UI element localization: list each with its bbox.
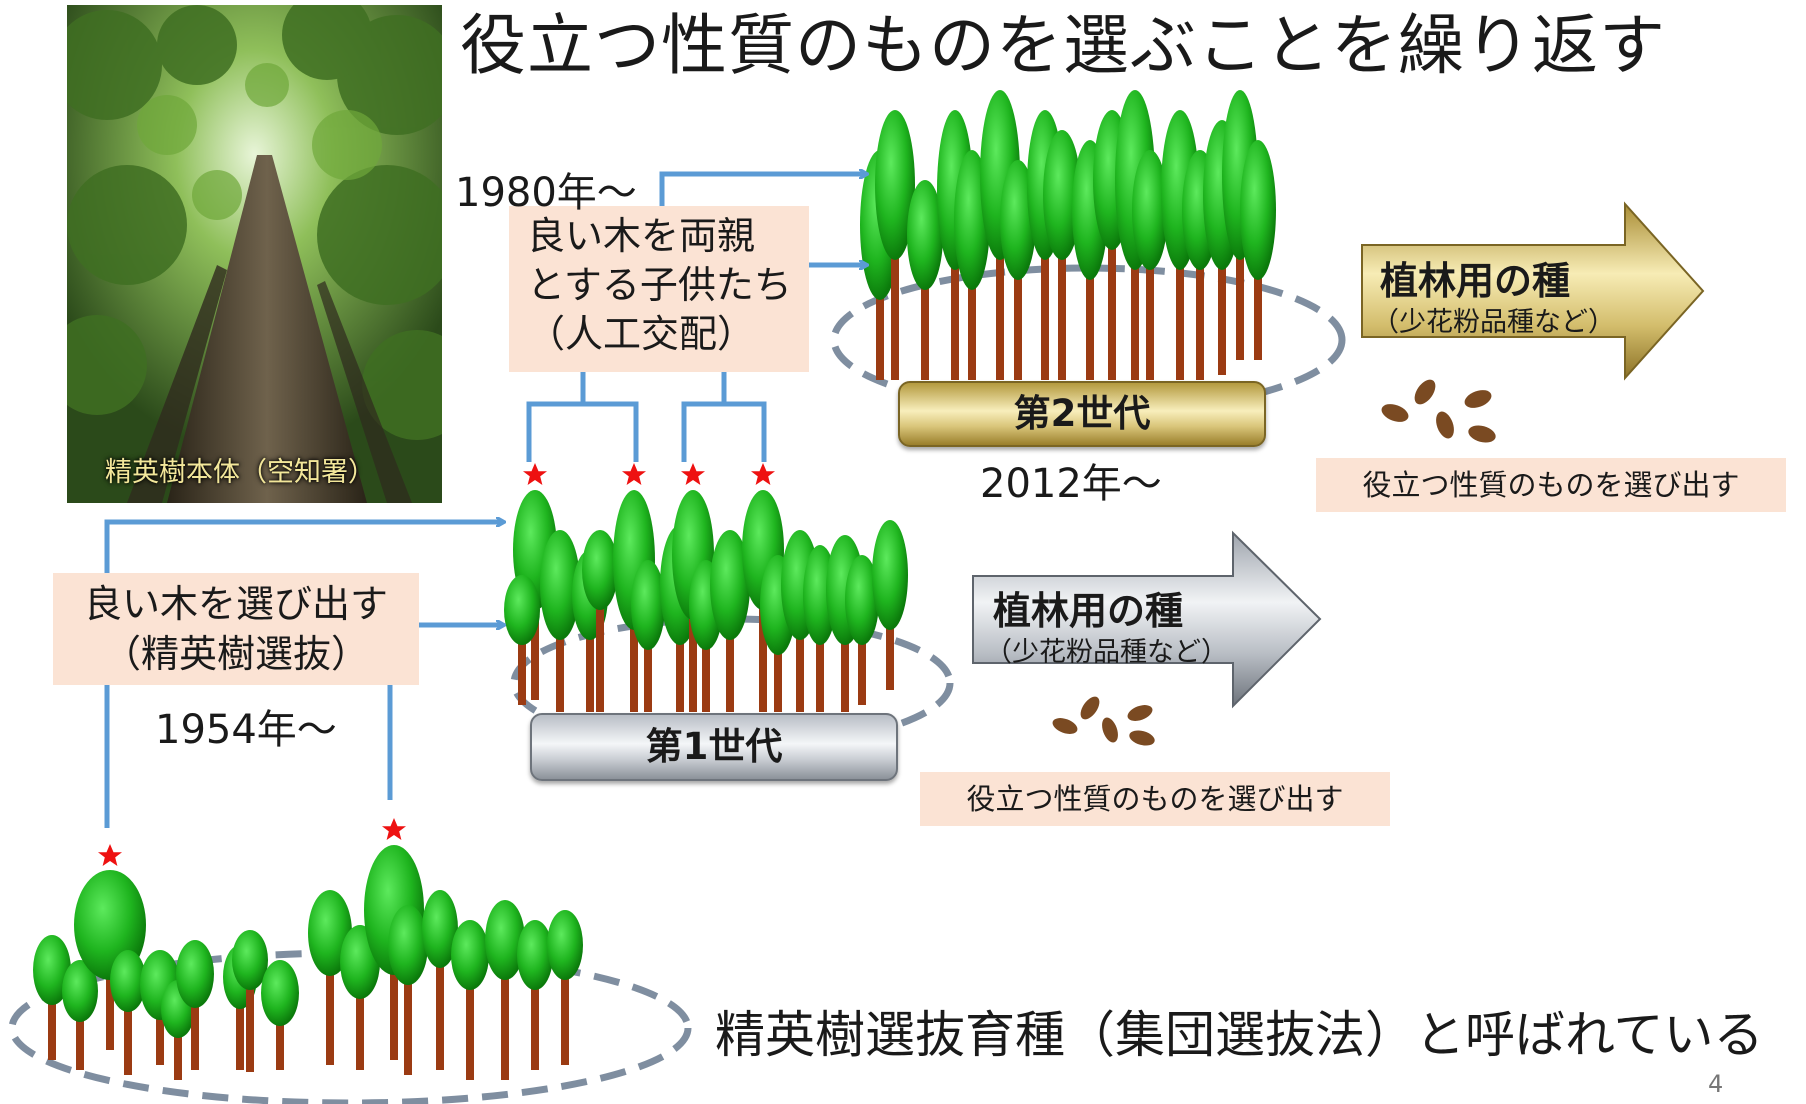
tree-icon [451,920,489,990]
tree-icon [1043,130,1081,260]
tree-icon [582,530,618,610]
tree-icon [517,920,553,990]
tree-icon [540,530,580,640]
seed-group-gen1 [1052,696,1155,746]
arrow1-label: 植林用の種 [993,589,1184,633]
seed-icon [1414,379,1436,405]
year-1980-label: 1980年～ [455,170,637,216]
wild-tree-group [33,845,583,1080]
gen1-population-ellipse [510,615,954,751]
tree-icon [422,890,458,968]
selection-star-group [98,463,775,866]
parents-box-line1: 良い木を両親 [527,214,756,258]
seed-icon [1127,705,1153,721]
connector-lines [104,174,866,828]
elite-tree-photo: 精英樹本体（空知署） [67,5,442,503]
seed-icon [1436,411,1454,439]
arrow-right-icon [972,530,1322,709]
tree-icon [1000,160,1036,280]
tree-icon [62,960,98,1022]
star-marker-icon [98,844,122,866]
arrow1-sublabel: （少花粉品種など） [985,637,1228,668]
seed-icon [1080,696,1100,720]
star-marker-icon [622,463,646,485]
tree-icon [872,520,908,630]
tree-icon [547,910,583,980]
gen2-population-ellipse [830,264,1346,416]
slide-title: 役立つ性質のものを選ぶことを繰り返す [460,7,1666,84]
tree-icon [1240,140,1276,280]
select-box-line2: （精英樹選抜） [102,632,369,676]
seed-icon [1464,390,1492,408]
star-marker-icon [751,463,775,485]
seed-icon [1129,730,1155,746]
star-marker-icon [382,818,406,840]
arrow2-sublabel: （少花粉品種など） [1372,307,1615,338]
photo-caption: 精英樹本体（空知署） [105,457,375,488]
parents-box: 良い木を両親 とする子供たち （人工交配） [509,206,809,372]
tree-icon [504,575,540,645]
parents-box-line3: （人工交配） [527,312,756,356]
select-elite-box: 良い木を選び出す （精英樹選抜） [53,573,419,685]
star-marker-icon [523,463,547,485]
gen1-selection-caption: 役立つ性質のものを選び出す [920,772,1390,826]
tree-icon [176,940,214,1008]
gen1-tree-group [504,490,908,712]
year-1954-label: 1954年～ [155,707,337,753]
tree-icon [907,180,943,290]
tree-icon [710,530,750,640]
seed-icon [1102,717,1118,743]
tree-icon [845,555,879,645]
seed-icon [1052,718,1078,734]
gen2-selection-caption: 役立つ性質のものを選び出す [1316,458,1786,512]
tree-icon [261,960,299,1026]
tree-icon [1132,150,1168,270]
tree-icon [631,560,665,650]
seed-icon [1381,404,1409,422]
star-marker-icon [681,463,705,485]
arrow2-label: 植林用の種 [1380,259,1571,303]
gen1-bar: 第1世代 [530,713,898,781]
seed-icon [1468,425,1496,443]
year-2012-label: 2012年～ [980,461,1162,507]
seed-group-gen2 [1381,379,1496,443]
wild-population-ellipse [8,949,692,1104]
arrow-right-icon [1361,201,1705,381]
select-box-line1: 良い木を選び出す [83,582,388,626]
tree-icon [875,110,915,260]
tree-icon [485,900,525,980]
parents-box-line2: とする子供たち [527,263,792,307]
tree-icon [232,930,268,990]
gen2-bar: 第2世代 [898,381,1266,447]
tree-icon [110,950,146,1012]
tree-icon [33,935,71,1005]
conclusion-text: 精英樹選抜育種（集団選抜法）と呼ばれている [715,1006,1764,1064]
page-number: 4 [1708,1070,1724,1098]
gen2-tree-group [860,90,1276,380]
tree-icon [388,905,428,985]
